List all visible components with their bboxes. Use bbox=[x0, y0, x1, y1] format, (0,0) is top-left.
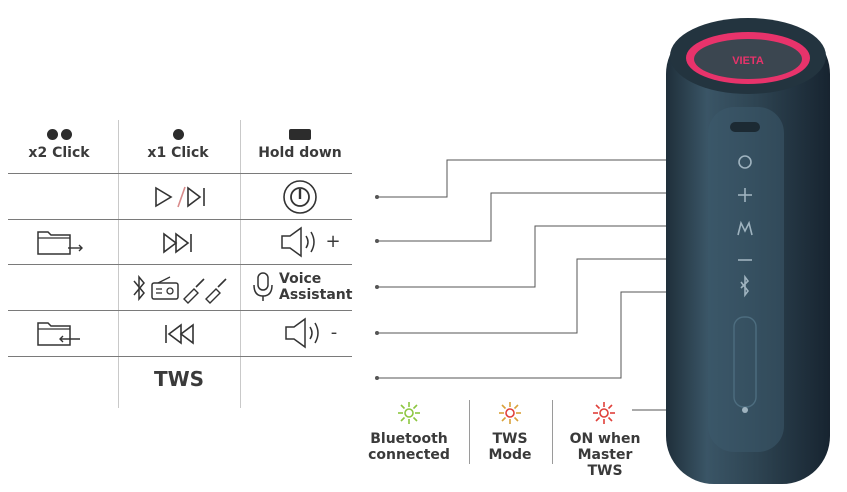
strap-slot bbox=[730, 122, 760, 132]
led-green-icon bbox=[398, 402, 420, 424]
speaker-illustration: VIETA bbox=[666, 18, 830, 484]
header-single-click-label: x1 Click bbox=[147, 145, 209, 161]
led-label-line: Mode bbox=[488, 447, 532, 463]
row-divider bbox=[8, 356, 352, 357]
hold-bar-icon bbox=[245, 128, 355, 140]
led-red-icon bbox=[593, 402, 615, 424]
status-led bbox=[742, 407, 748, 413]
volume-down-control: - bbox=[270, 315, 350, 351]
header-hold-down-label: Hold down bbox=[258, 145, 342, 161]
led-label-line: TWS bbox=[492, 431, 528, 447]
previous-folder-icon bbox=[30, 316, 90, 350]
power-icon bbox=[278, 179, 322, 215]
speaker-volume-icon bbox=[281, 226, 316, 258]
led-label-line: ON when bbox=[569, 431, 641, 447]
led-label-master-tws: ON when Master TWS bbox=[560, 431, 650, 479]
previous-track-icon bbox=[155, 319, 203, 349]
bluetooth-icon bbox=[133, 274, 145, 302]
led-divider bbox=[469, 400, 470, 464]
led-divider bbox=[552, 400, 553, 464]
next-folder-icon bbox=[30, 225, 90, 259]
power-button-icon bbox=[738, 155, 752, 169]
led-label-tws-mode: TWS Mode bbox=[478, 431, 542, 463]
led-label-bluetooth: Bluetooth connected bbox=[362, 431, 456, 463]
header-single-click: x1 Click bbox=[123, 128, 233, 161]
led-label-line: connected bbox=[368, 447, 450, 463]
tws-label: TWS bbox=[153, 367, 205, 391]
row-divider bbox=[8, 173, 352, 174]
voice-assistant-label: Voice Assistant bbox=[279, 271, 352, 303]
led-label-line: TWS bbox=[587, 463, 623, 479]
single-dot-icon bbox=[123, 128, 233, 140]
led-label-line: Bluetooth bbox=[370, 431, 448, 447]
volume-up-control: + bbox=[270, 224, 350, 260]
row-divider bbox=[8, 264, 352, 265]
row-divider bbox=[8, 219, 352, 220]
volume-up-sign: + bbox=[325, 231, 341, 252]
led-amber-icon bbox=[499, 402, 521, 424]
voice-assistant-line2: Assistant bbox=[279, 287, 353, 303]
speaker-volume-icon bbox=[285, 317, 319, 349]
brand-logo: VIETA bbox=[732, 55, 764, 67]
voice-assistant-line1: Voice bbox=[279, 271, 322, 287]
double-dot-icon bbox=[4, 128, 114, 140]
play-pause-icon bbox=[150, 181, 210, 213]
row-divider bbox=[8, 310, 352, 311]
header-double-click: x2 Click bbox=[4, 128, 114, 161]
next-track-icon bbox=[155, 228, 203, 258]
led-label-line: Master bbox=[577, 447, 633, 463]
header-hold-down: Hold down bbox=[245, 128, 355, 161]
microphone-icon bbox=[250, 270, 276, 304]
bluetooth-radio-aux-icons bbox=[125, 270, 235, 306]
header-double-click-label: x2 Click bbox=[28, 145, 90, 161]
volume-down-sign: - bbox=[330, 322, 338, 343]
